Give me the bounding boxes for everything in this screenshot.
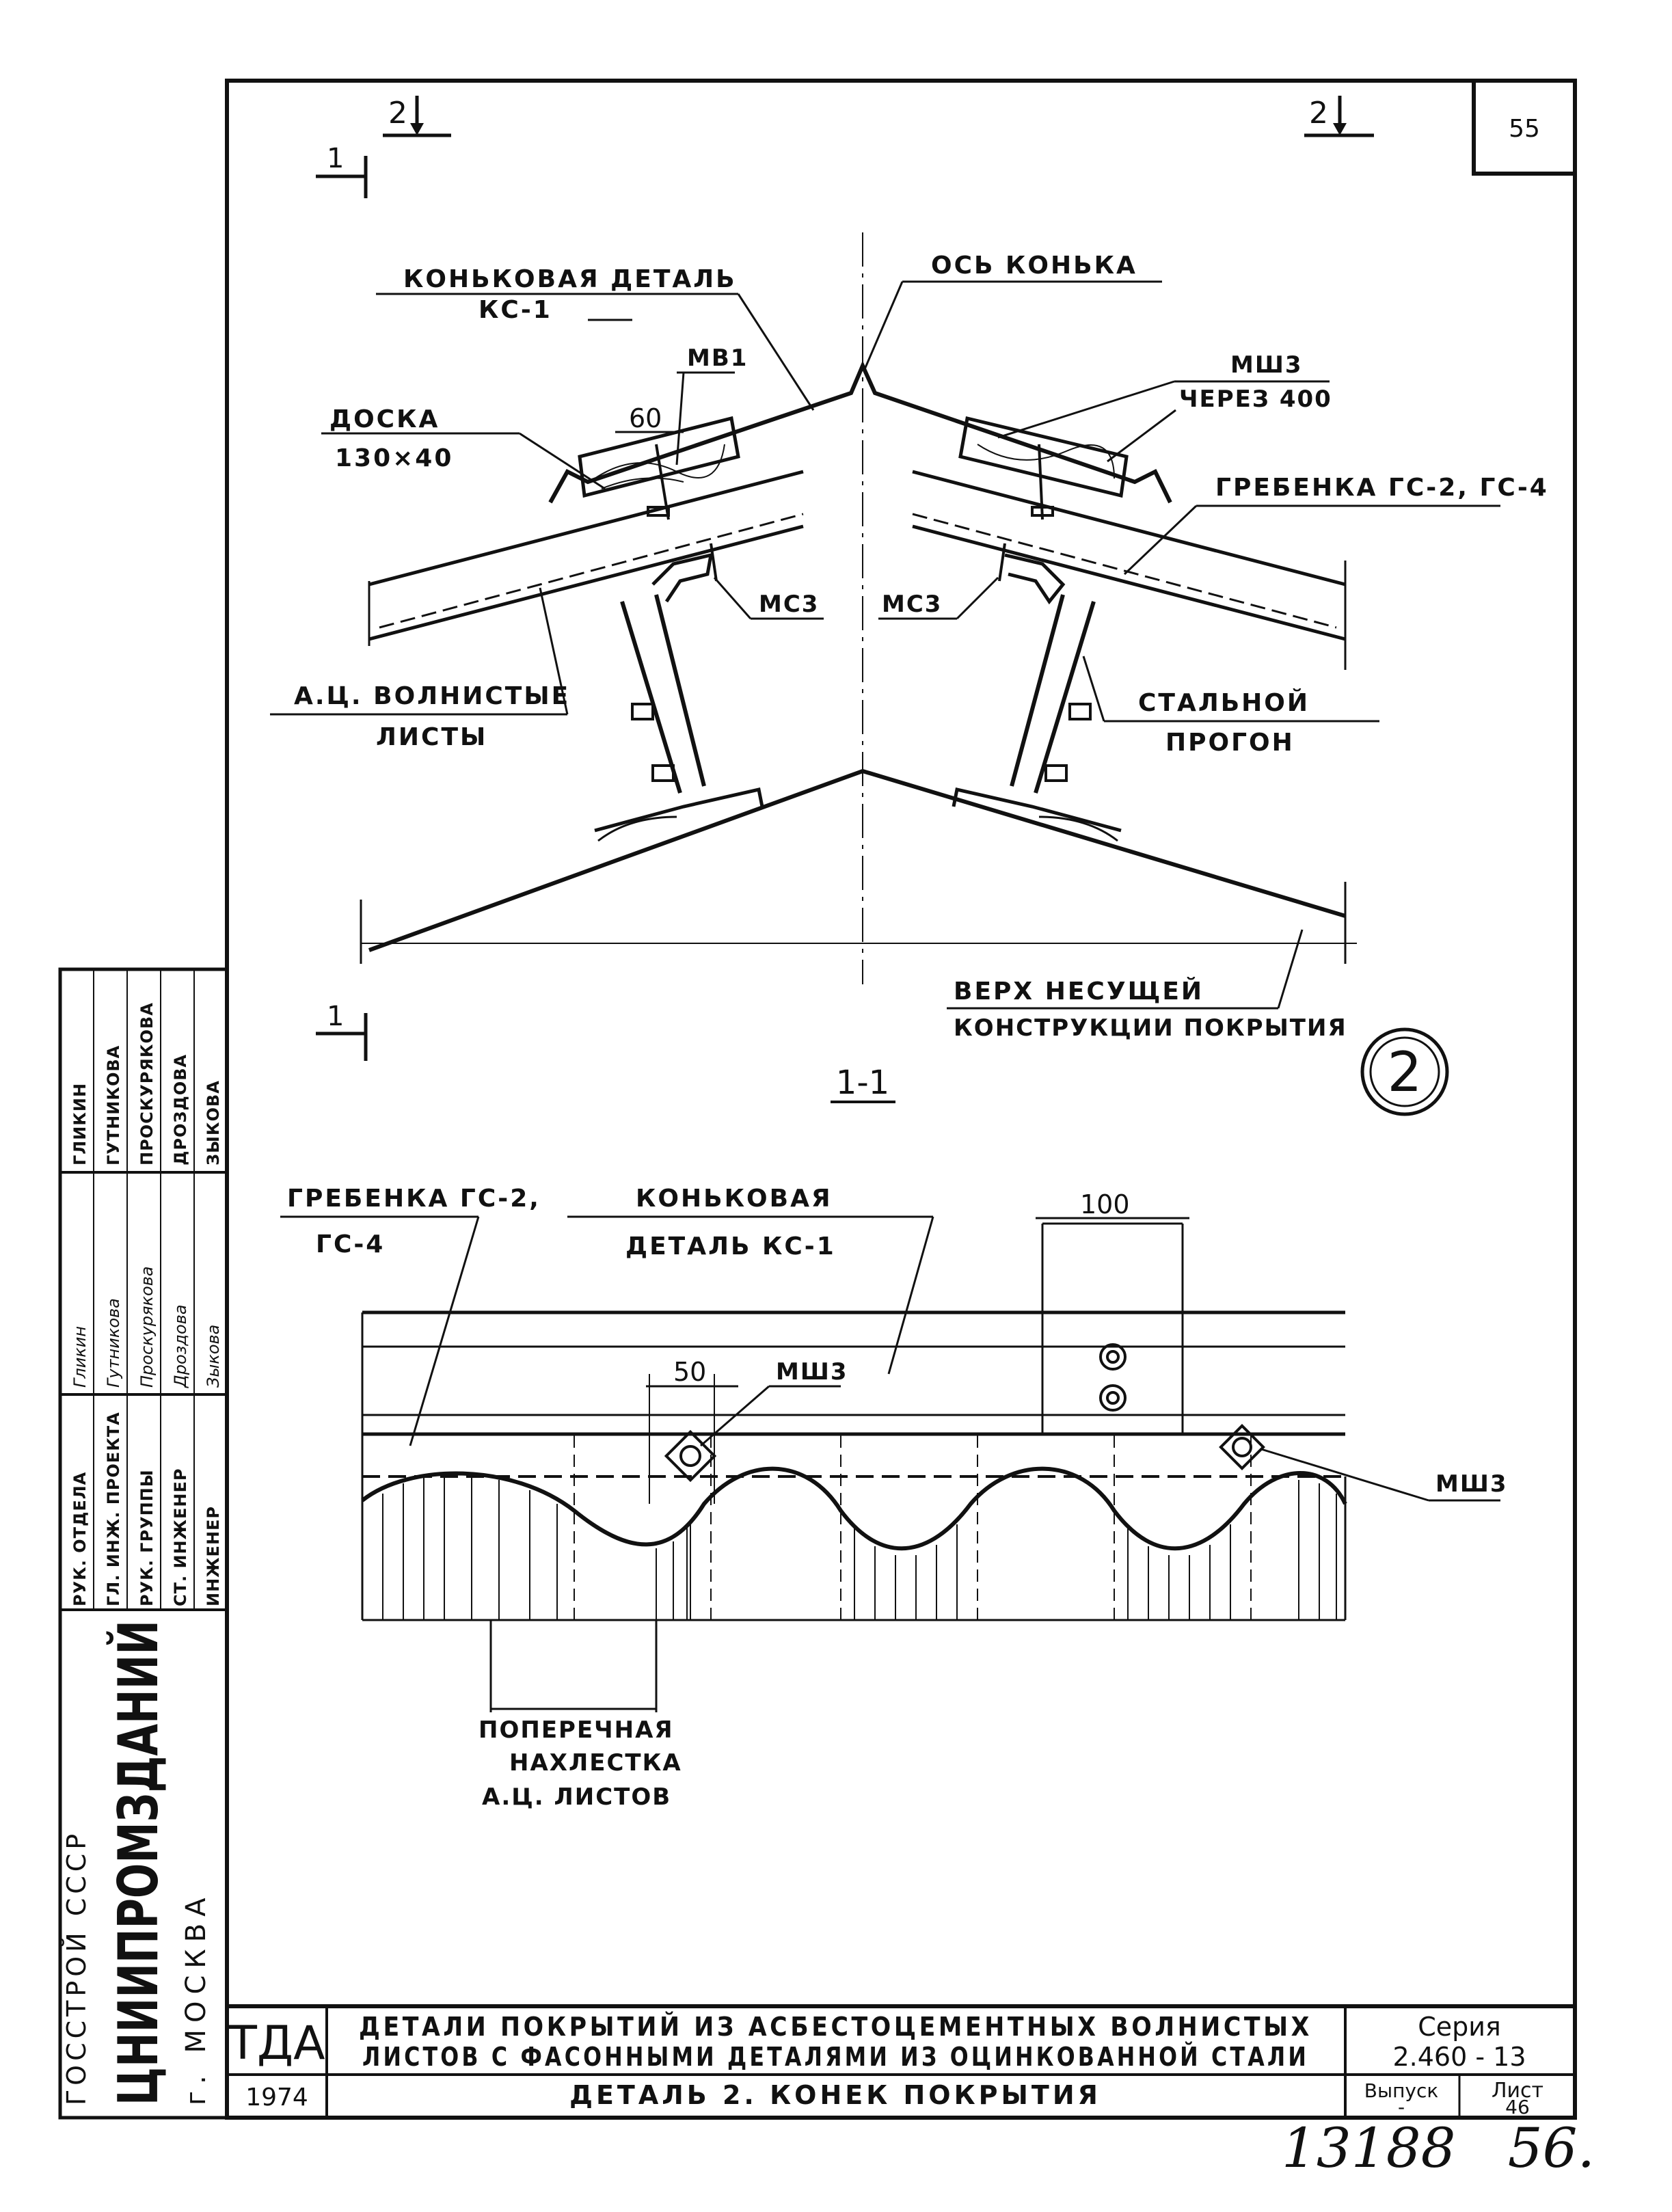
- plan-view-drawing: [361, 1222, 1347, 1621]
- label-top-structure-line1: ВЕРХ НЕСУЩЕЙ: [954, 977, 1204, 1006]
- stamp-role-1: РУК. ОТДЕЛА: [70, 1472, 90, 1606]
- left-channel: [651, 552, 714, 603]
- label-msh3-top-line2: ЧЕРЕЗ 400: [1179, 386, 1332, 413]
- label-comb-bottom-line1: ГРЕБЕНКА ГС-2,: [287, 1185, 541, 1213]
- title-year: 1974: [245, 2083, 308, 2112]
- detail-title: ДЕТАЛЬ 2. КОНЕК ПОКРЫТИЯ: [569, 2080, 1101, 2110]
- sheet-corner-number: 55: [1509, 115, 1540, 143]
- section-1-1-drawing: [360, 232, 1357, 984]
- label-overlap-line1: ПОПЕРЕЧНАЯ: [478, 1716, 674, 1744]
- label-purlin-line2: ПРОГОН: [1165, 729, 1295, 757]
- stamp-name-1: ГЛИКИН: [70, 1083, 90, 1165]
- detail-number: 2: [1388, 1040, 1422, 1104]
- series-value: 2.460 - 13: [1392, 2042, 1526, 2072]
- right-channel: [1004, 553, 1066, 605]
- label-ridge-detail-line1: КОНЬКОВАЯ ДЕТАЛЬ: [403, 265, 737, 293]
- label-top-structure-line2: КОНСТРУКЦИИ ПОКРЫТИЯ: [954, 1014, 1347, 1042]
- section-title: 1-1: [836, 1064, 889, 1102]
- right-purlin: [952, 594, 1122, 842]
- section-cut-mark-bottom: 1: [327, 1001, 344, 1032]
- title-logo: ТДА: [228, 2017, 325, 2071]
- stamp-role-4: СТ. ИНЖЕНЕР: [171, 1468, 190, 1606]
- stamp-org-line2: ЦНИИПРОМЗДАНИЙ: [106, 1620, 170, 2105]
- label-board-line2: 130×40: [335, 444, 453, 472]
- label-ridge-detail-line2: КС-1: [478, 296, 552, 324]
- label-board-line1: ДОСКА: [329, 405, 440, 433]
- stamp-org-line1: ГОССТРОЙ СССР: [62, 1830, 92, 2105]
- supporting-structure: [368, 768, 1346, 952]
- stamp-signature-2: Гутникова: [104, 1298, 123, 1388]
- side-stamp-border: [58, 967, 229, 2120]
- handwritten-footer: 13188 56.: [1282, 2116, 1595, 2180]
- section-mark-top-left: 2: [388, 96, 407, 131]
- plan-view-labels: ГРЕБЕНКА ГС-2, ГС-4 КОНЬКОВАЯ ДЕТАЛЬ КС-…: [280, 1185, 1508, 1811]
- corner-number-box: [1472, 79, 1577, 176]
- left-sheet: [368, 470, 804, 646]
- wave-profile: [361, 1466, 1347, 1551]
- label-msh3-top-line1: МШ3: [1230, 351, 1303, 379]
- label-dim-60: 60: [629, 403, 662, 433]
- label-mb1: МВ1: [687, 345, 748, 372]
- section-marks: 2 2 1 1: [316, 96, 1374, 1061]
- label-overlap-line2: НАХЛЕСТКА: [509, 1749, 682, 1777]
- label-mc3-left: МС3: [759, 591, 819, 618]
- label-overlap-line3: А.Ц. ЛИСТОВ: [482, 1783, 671, 1811]
- issue-label: Выпуск: [1364, 2079, 1439, 2102]
- sheet-label: Лист: [1492, 2079, 1543, 2103]
- wave-dashes: [574, 1435, 1252, 1620]
- label-ridge-bottom-line2: ДЕТАЛЬ КС-1: [625, 1232, 836, 1260]
- ridge-cap-detail: [548, 360, 1172, 504]
- label-dim-50: 50: [673, 1357, 706, 1387]
- section-mark-top-right: 2: [1309, 96, 1328, 131]
- label-sheets-line1: А.Ц. ВОЛНИСТЫЕ: [294, 682, 570, 710]
- section-cut-mark-top: 1: [327, 143, 344, 174]
- stamp-signature-3: Проскурякова: [137, 1266, 157, 1388]
- label-comb-top: ГРЕБЕНКА ГС-2, ГС-4: [1215, 474, 1549, 502]
- stamp-signature-4: Дроздова: [171, 1304, 190, 1388]
- stamp-name-3: ПРОСКУРЯКОВА: [137, 1002, 157, 1165]
- label-ridge-bottom-line1: КОНЬКОВАЯ: [636, 1185, 833, 1213]
- bolts: [631, 444, 1092, 782]
- plan-fasteners: [664, 1343, 1265, 1483]
- left-board: [578, 416, 740, 498]
- stamp-name-5: ЗЫКОВА: [204, 1080, 223, 1165]
- stamp-name-4: ДРОЗДОВА: [171, 1054, 190, 1165]
- right-board: [958, 416, 1129, 498]
- side-stamp: ГОССТРОЙ СССР ЦНИИПРОМЗДАНИЙ г. МОСКВА Р…: [58, 967, 229, 2120]
- label-dim-100: 100: [1080, 1189, 1130, 1219]
- stamp-signature-1: Гликин: [70, 1326, 90, 1388]
- label-msh3-a: МШ3: [776, 1358, 848, 1386]
- detail-number-circle: [1360, 1027, 1449, 1116]
- stamp-role-2: ГЛ. ИНЖ. ПРОЕКТА: [104, 1412, 123, 1606]
- series-label: Серия: [1418, 2012, 1501, 2042]
- stamp-role-3: РУК. ГРУППЫ: [137, 1469, 157, 1606]
- label-msh3-b: МШ3: [1435, 1470, 1508, 1498]
- title-block: ТДА 1974 ДЕТАЛИ ПОКРЫТИЙ ИЗ АСБЕСТОЦЕМЕН…: [227, 2004, 1575, 2119]
- title-line2: ЛИСТОВ С ФАСОННЫМИ ДЕТАЛЯМИ ИЗ ОЦИНКОВАН…: [362, 2042, 1309, 2072]
- stamp-role-5: ИНЖЕНЕР: [204, 1506, 223, 1606]
- title-line1: ДЕТАЛИ ПОКРЫТИЙ ИЗ АСБЕСТОЦЕМЕНТНЫХ ВОЛН…: [359, 2012, 1312, 2042]
- right-sheet: [912, 470, 1347, 670]
- stamp-org-line3: г. МОСКВА: [180, 1891, 212, 2105]
- label-sheets-line2: ЛИСТЫ: [376, 723, 487, 751]
- left-purlin: [594, 594, 764, 842]
- label-ridge-axis: ОСЬ КОНЬКА: [931, 252, 1137, 280]
- label-mc3-right: МС3: [882, 591, 942, 618]
- section-1-1-labels: КОНЬКОВАЯ ДЕТАЛЬ КС-1 ОСЬ КОНЬКА МВ1 60 …: [270, 252, 1549, 1116]
- issue-value: -: [1398, 2096, 1405, 2118]
- wave-hatching: [382, 1476, 1337, 1620]
- stamp-signature-5: Зыкова: [204, 1325, 223, 1388]
- stamp-name-2: ГУТНИКОВА: [104, 1045, 123, 1165]
- sheet-value: 46: [1505, 2096, 1530, 2118]
- label-comb-bottom-line2: ГС-4: [316, 1230, 385, 1258]
- label-purlin-line1: СТАЛЬНОЙ: [1138, 688, 1310, 717]
